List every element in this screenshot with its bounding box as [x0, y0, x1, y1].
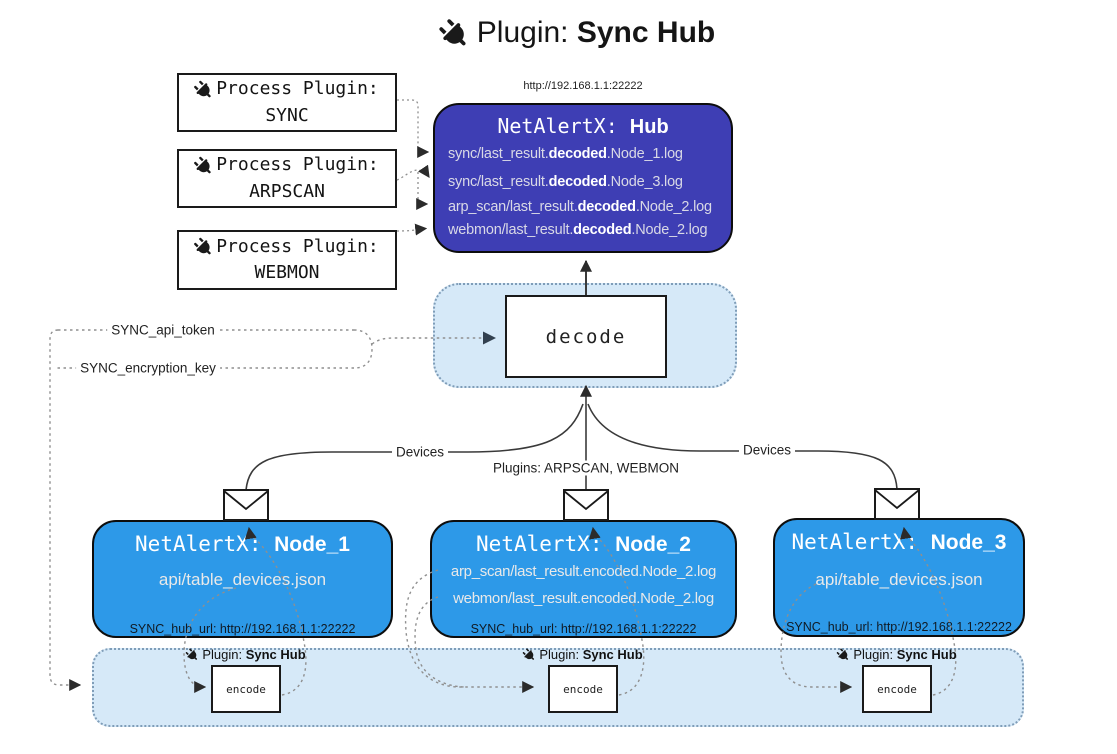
line-left-down-to-encode — [49, 329, 82, 691]
edge-arpscan-to-hub-b — [416, 172, 429, 210]
hub-url: http://192.168.1.1:22222 — [523, 80, 643, 92]
edge-webmon-to-hub — [396, 223, 428, 236]
edge-label-devices-right: Devices — [738, 442, 796, 458]
hub-file: sync/last_result.decoded.Node_1.log — [448, 146, 683, 162]
node-title: NetAlertX: Node_1 — [135, 532, 350, 556]
process-plugin-label: Process Plugin: — [216, 154, 379, 176]
node-title: NetAlertX: Node_3 — [791, 530, 1007, 554]
process-plugin-name: WEBMON — [254, 262, 320, 283]
decode-box: decode — [505, 295, 667, 378]
node-file: webmon/last_result.encoded.Node_2.log — [453, 590, 714, 607]
node-file: api/table_devices.json — [815, 570, 983, 589]
node-hub-url: SYNC_hub_url: http://192.168.1.1:22222 — [129, 622, 356, 636]
sync-api-token-label: SYNC_api_token — [107, 322, 219, 338]
hub-file: webmon/last_result.decoded.Node_2.log — [448, 222, 708, 238]
plug-icon — [194, 80, 211, 98]
plug-icon — [836, 648, 849, 660]
process-plugin-arpscan: Process Plugin: ARPSCAN — [177, 149, 397, 208]
hub-file: arp_scan/last_result.decoded.Node_2.log — [448, 199, 712, 215]
title-prefix: Plugin: — [476, 16, 577, 49]
process-plugin-label: Process Plugin: — [216, 78, 379, 100]
page-title: Plugin: Sync Hub — [439, 16, 716, 50]
title-name: Sync Hub — [576, 16, 716, 49]
encode-plugin-label-1: Plugin: Sync Hub — [185, 647, 306, 662]
hub-title: NetAlertX: Hub — [497, 114, 669, 138]
encode-box-1: encode — [211, 665, 281, 713]
plug-icon — [185, 648, 198, 660]
process-plugin-sync: Process Plugin: SYNC — [177, 73, 397, 132]
encode-plugin-label-2: Plugin: Sync Hub — [522, 647, 643, 662]
edge-label-plugins: Plugins: ARPSCAN, WEBMON — [488, 460, 684, 476]
plug-icon — [194, 156, 211, 174]
edge-sync-to-hub — [397, 99, 430, 158]
line-key-right-arc — [353, 329, 373, 369]
process-plugin-name: SYNC — [265, 104, 309, 126]
encode-box-3: encode — [862, 665, 932, 713]
edge-arpscan-to-hub-a — [396, 164, 430, 181]
process-plugin-name: ARPSCAN — [249, 180, 325, 202]
plug-icon — [194, 238, 211, 255]
node-hub-url: SYNC_hub_url: http://192.168.1.1:22222 — [470, 622, 697, 636]
edge-label-devices-left: Devices — [391, 444, 449, 460]
node-1-box: NetAlertX: Node_1 api/table_devices.json… — [92, 520, 393, 638]
hub-box: NetAlertX: Hub sync/last_result.decoded.… — [433, 103, 733, 253]
node-title: NetAlertX: Node_2 — [476, 532, 691, 556]
encode-plugin-label-3: Plugin: Sync Hub — [836, 647, 957, 662]
hub-file: sync/last_result.decoded.Node_3.log — [448, 174, 683, 190]
node-file: api/table_devices.json — [158, 570, 327, 589]
process-plugin-webmon: Process Plugin: WEBMON — [177, 230, 397, 290]
plug-icon — [522, 648, 535, 660]
encode-box-2: encode — [548, 665, 618, 713]
envelope-icon — [874, 488, 920, 520]
node-3-box: NetAlertX: Node_3 api/table_devices.json… — [773, 518, 1025, 637]
sync-encryption-key-label: SYNC_encryption_key — [76, 360, 220, 376]
envelope-icon — [563, 489, 609, 521]
node-file: arp_scan/last_result.encoded.Node_2.log — [450, 563, 717, 580]
node-hub-url: SYNC_hub_url: http://192.168.1.1:22222 — [786, 620, 1012, 634]
process-plugin-label: Process Plugin: — [216, 235, 379, 257]
plug-icon — [439, 19, 466, 46]
node-2-box: NetAlertX: Node_2 arp_scan/last_result.e… — [430, 520, 737, 638]
envelope-icon — [223, 489, 269, 521]
